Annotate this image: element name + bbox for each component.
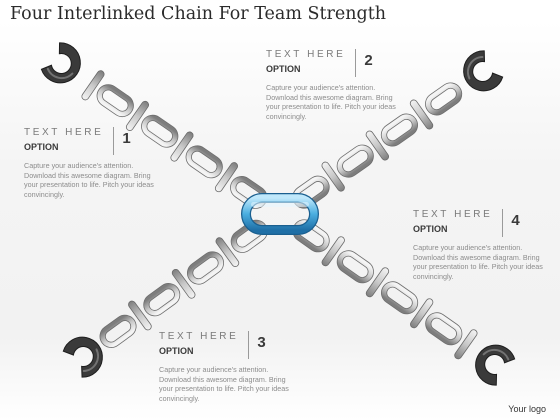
chain-link-icon	[365, 267, 390, 298]
callout-number: 4	[502, 209, 520, 237]
chain-link-icon	[454, 329, 478, 360]
chain-link-icon	[187, 251, 224, 285]
page-title: Four Interlinked Chain For Team Strength	[10, 4, 387, 24]
callout-option: OPTION	[24, 142, 59, 152]
callout-2: TEXT HERE OPTION 2 Capture your audience…	[266, 49, 406, 121]
chain-link-icon	[215, 237, 240, 267]
chain-link-icon	[141, 114, 179, 148]
callout-body: Capture your audience's attention. Downl…	[159, 365, 289, 403]
callout-heading: TEXT HERE	[24, 127, 104, 138]
chain-link-icon	[128, 300, 152, 331]
chain-link-icon	[125, 100, 150, 131]
chain-link-icon	[336, 144, 374, 178]
callout-3: TEXT HERE OPTION 3 Capture your audience…	[159, 331, 299, 403]
chain-link-icon	[336, 250, 374, 284]
callout-4: TEXT HERE OPTION 4 Capture your audience…	[413, 209, 553, 281]
chain-link-icon	[143, 283, 181, 317]
chain-link-icon	[321, 236, 345, 267]
callout-option: OPTION	[413, 224, 448, 234]
hook-icon	[463, 50, 504, 92]
chain-link-icon	[171, 268, 196, 299]
callout-1: TEXT HERE OPTION 1 Capture your audience…	[24, 127, 164, 199]
chain-link-icon	[409, 99, 434, 130]
callout-body: Capture your audience's attention. Downl…	[24, 161, 154, 199]
chain-link-icon	[380, 113, 418, 147]
chain-link-icon	[380, 281, 419, 315]
chain-link-icon	[425, 312, 463, 346]
chain-link-icon	[96, 84, 134, 118]
callout-number: 2	[355, 49, 373, 77]
chain-link-icon	[214, 162, 239, 193]
hook-icon	[62, 336, 103, 378]
chain-link-icon	[81, 70, 105, 101]
callout-number: 1	[113, 127, 131, 155]
chain-link-icon	[425, 82, 463, 116]
callout-body: Capture your audience's attention. Downl…	[266, 83, 396, 121]
logo-text: Your logo	[508, 404, 546, 414]
hook-icon	[475, 344, 516, 386]
callout-option: OPTION	[266, 64, 301, 74]
center-link-icon	[241, 193, 319, 235]
chain-link-icon	[99, 314, 137, 348]
chain-link-icon	[410, 298, 434, 329]
callout-heading: TEXT HERE	[159, 331, 239, 342]
chain-link-icon	[170, 131, 194, 162]
callout-option: OPTION	[159, 346, 194, 356]
callout-heading: TEXT HERE	[413, 209, 493, 220]
hook-icon	[40, 42, 81, 84]
callout-body: Capture your audience's attention. Downl…	[413, 243, 543, 281]
chain-link-icon	[321, 161, 345, 192]
chain-link-icon	[365, 130, 390, 161]
callout-heading: TEXT HERE	[266, 49, 346, 60]
chain-link-icon	[185, 145, 223, 179]
callout-number: 3	[248, 331, 266, 359]
